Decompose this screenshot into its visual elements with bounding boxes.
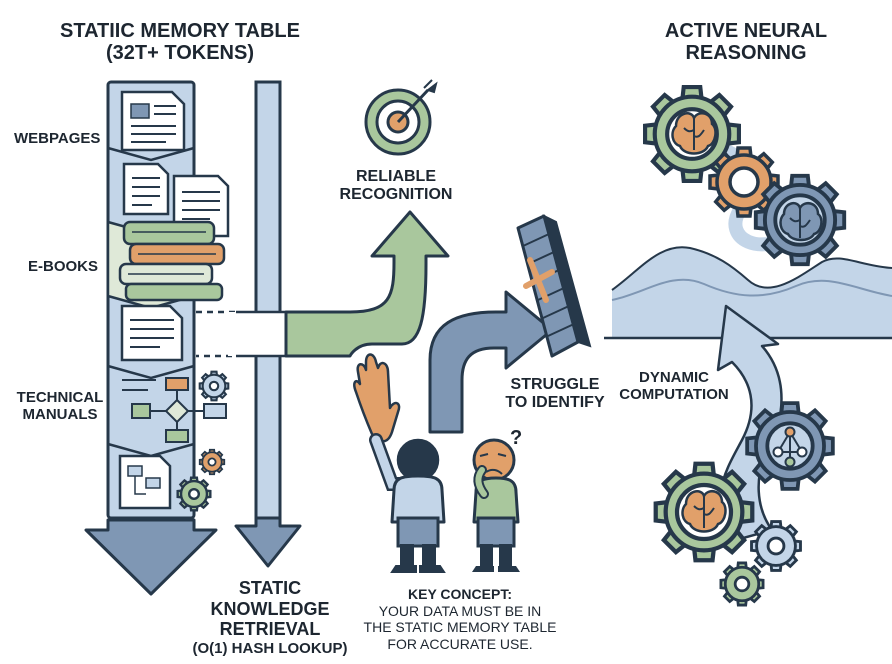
dynamic-line1: DYNAMIC [639,369,709,386]
webpage-document-icon [120,90,186,152]
blueprint-page-icon [118,454,172,510]
gear-icon [198,448,226,476]
dynamic-computation-label: DYNAMIC COMPUTATION [606,369,742,404]
reliable-line2: RECOGNITION [339,185,453,203]
gear-icon [708,146,780,218]
neural-reasoning-title: ACTIVE NEURAL REASONING [628,20,864,65]
brain-icon [681,489,727,533]
key-concept-note: KEY CONCEPT: YOUR DATA MUST BE IN THE ST… [346,586,574,652]
static-retrieval-caption: STATIC KNOWLEDGE RETRIEVAL (O(1) HASH LO… [150,578,390,657]
gear-icon [719,561,765,607]
neural-wave-area [612,247,892,338]
manual-page-icon [120,304,184,362]
memory-table-title-line2: (32T+ TOKENS) [106,42,254,65]
key-concept-line4: FOR ACCURATE USE. [387,635,533,652]
neural-title-line1: ACTIVE NEURAL [664,20,828,42]
brain-icon [671,111,717,155]
text-document-icon [122,162,170,216]
label-technical-line1: TECHNICAL [16,389,104,406]
static-retrieval-line4: (O(1) HASH LOOKUP) [192,639,348,657]
static-retrieval-line3: RETRIEVAL [219,619,321,640]
reliable-recognition-arrow [284,210,450,358]
label-technical-manuals: TECHNICAL MANUALS [14,389,106,424]
struggle-line1: STRUGGLE [510,376,600,393]
key-concept-line2: YOUR DATA MUST BE IN [378,602,542,619]
brick-wall-icon [516,214,592,358]
target-icon [364,79,438,156]
question-mark-icon: ? [510,427,523,449]
key-concept-line3: THE STATIC MEMORY TABLE [363,619,557,636]
gear-icon [750,520,802,572]
books-stack-icon [118,220,226,302]
gear-icon [176,476,212,512]
label-webpages: WEBPAGES [14,130,101,147]
memory-down-arrow-head [84,518,218,596]
gear-icon [198,370,230,402]
static-retrieval-line2: KNOWLEDGE [210,598,330,619]
confused-person-icon [472,438,520,572]
split-arrows [196,210,554,434]
memory-table-title: STATIIC MEMORY TABLE (32T+ TOKENS) [22,20,338,65]
reliable-line1: RELIABLE [356,168,436,185]
label-technical-line2: MANUALS [22,405,98,423]
network-nodes-icon [772,426,808,468]
static-retrieval-line1: STATIC [238,578,302,598]
struggle-label: STRUGGLE TO IDENTIFY [492,376,618,412]
struggle-line2: TO IDENTIFY [505,393,605,411]
dynamic-line2: COMPUTATION [619,385,729,403]
neural-reasoning-panel [604,87,892,607]
reliable-recognition-label: RELIABLE RECOGNITION [316,168,476,204]
key-concept-heading: KEY CONCEPT: [408,586,512,602]
flowchart-icon [122,377,227,443]
label-ebooks: E-BOOKS [28,258,99,275]
person-raising-hand-icon [353,353,446,573]
retrieval-down-arrow [234,80,302,568]
memory-table-title-line1: STATIIC MEMORY TABLE [60,20,300,42]
struggle-arrow [428,290,554,434]
brain-icon [779,201,823,242]
memory-table-column [84,80,230,596]
neural-title-line2: REASONING [685,42,807,65]
